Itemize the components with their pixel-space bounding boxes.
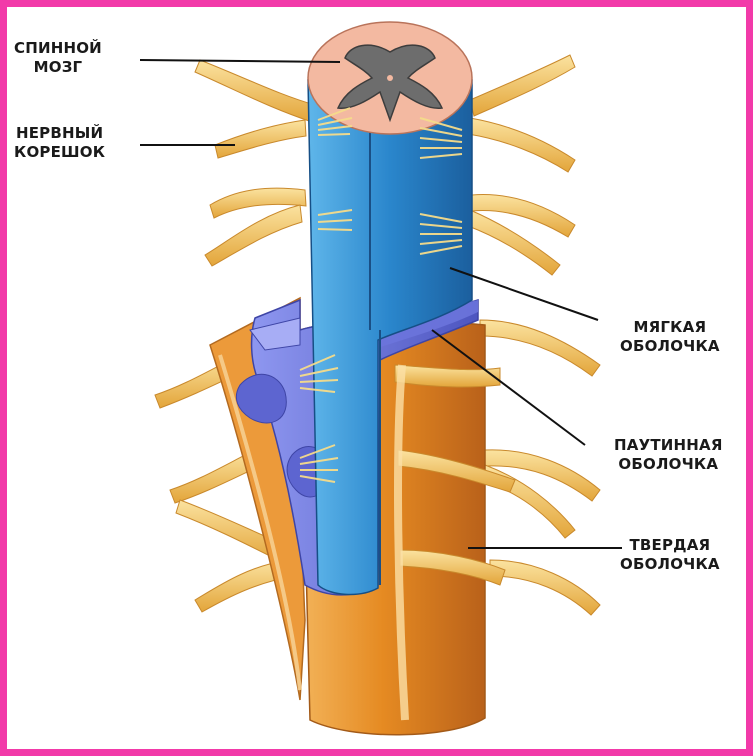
label-dura-line2: ОБОЛОЧКА — [620, 555, 720, 574]
nerve-roots-right — [468, 55, 600, 615]
label-pia-mater: МЯГКАЯ ОБОЛОЧКА — [620, 318, 720, 356]
label-arachnoid-line2: ОБОЛОЧКА — [614, 455, 723, 474]
spinal-cord-cross-section — [308, 22, 472, 134]
leader-spinal-cord — [140, 60, 340, 62]
label-nerve-root-line2: КОРЕШОК — [14, 143, 105, 162]
label-arachnoid-line1: ПАУТИННАЯ — [614, 436, 723, 455]
label-spinal-cord-line1: СПИННОЙ — [14, 39, 102, 58]
label-dura-line1: ТВЕРДАЯ — [620, 536, 720, 555]
label-pia-line1: МЯГКАЯ — [620, 318, 720, 337]
label-spinal-cord: СПИННОЙ МОЗГ — [14, 39, 102, 77]
label-nerve-root: НЕРВНЫЙ КОРЕШОК — [14, 124, 105, 162]
label-dura-mater: ТВЕРДАЯ ОБОЛОЧКА — [620, 536, 720, 574]
label-spinal-cord-line2: МОЗГ — [14, 58, 102, 77]
label-arachnoid: ПАУТИННАЯ ОБОЛОЧКА — [614, 436, 723, 474]
label-nerve-root-line1: НЕРВНЫЙ — [14, 124, 105, 143]
label-pia-line2: ОБОЛОЧКА — [620, 337, 720, 356]
